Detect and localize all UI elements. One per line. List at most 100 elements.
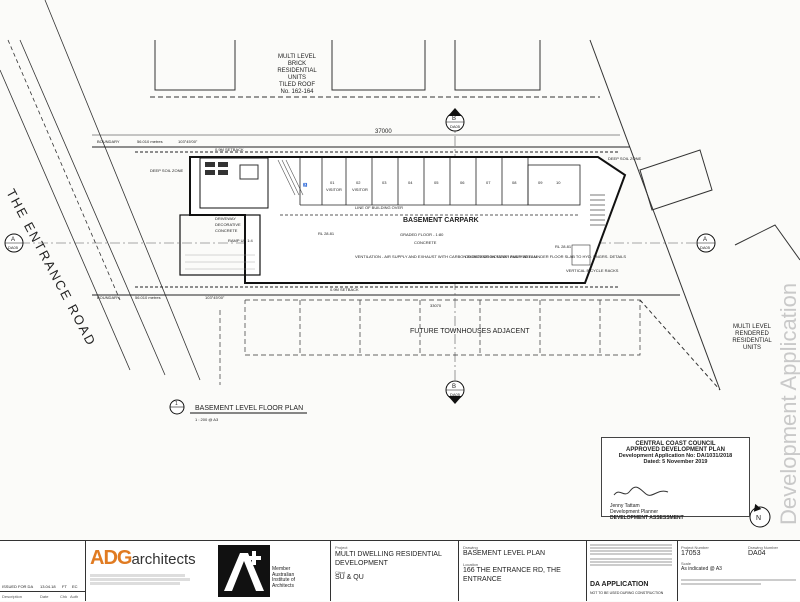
scale-label: Scale	[681, 561, 692, 566]
section-marker-a-right: A DA05	[696, 233, 716, 253]
project-label: Project	[335, 545, 348, 550]
svg-text:07: 07	[486, 180, 491, 185]
neighbour-top-label: MULTI LEVEL BRICK RESIDENTIAL UNITS TILE…	[277, 54, 317, 95]
plant-room	[527, 164, 581, 206]
svg-text:04: 04	[408, 180, 413, 185]
firm-name-adg: ADG	[90, 547, 132, 569]
drawing-number-label: Drawing Number	[748, 545, 779, 550]
svg-text:1: 1	[175, 401, 178, 407]
svg-text:01: 01	[330, 180, 335, 185]
planner-signature	[612, 485, 672, 499]
firm-name-architects: architects	[131, 551, 196, 568]
svg-text:05: 05	[434, 180, 439, 185]
revision-table: ISSUED FOR DA 13.04.18 FT EC Description…	[0, 541, 86, 601]
project-info: Project MULTI DWELLING RESIDENTIAL DEVEL…	[330, 541, 456, 601]
rl-right: RL 28.81	[555, 244, 572, 249]
svg-text:A: A	[11, 237, 15, 243]
section-marker-a-left: A DA05	[4, 233, 24, 253]
boundary-top-label: BOUNDARY	[97, 139, 120, 144]
signer-dept: DEVELOPMENT ASSESSMENT	[610, 515, 684, 521]
driveway-line-3: CONCRETE	[215, 228, 238, 233]
svg-text:DA05: DA05	[450, 392, 461, 397]
drawing-title: BASEMENT LEVEL PLAN	[463, 550, 546, 557]
svg-text:UNITS: UNITS	[743, 345, 761, 351]
svg-text:DA05: DA05	[8, 245, 19, 250]
approval-title: APPROVED DEVELOPMENT PLAN	[625, 447, 725, 453]
rev-header-auth: Auth	[70, 594, 79, 599]
future-townhouses	[219, 299, 641, 385]
approval-date: Dated: 5 November 2019	[643, 459, 708, 465]
stairs-right	[590, 194, 605, 226]
boundary-bottom-bearing: 103°45'00"	[205, 295, 225, 300]
svg-text:03: 03	[382, 180, 387, 185]
scale-value: As indicated @ A3	[681, 566, 722, 572]
site-boundaries	[92, 134, 680, 296]
ground-floor-note: GRADED FLOOR - 1:80	[400, 232, 444, 237]
svg-text:02: 02	[356, 180, 361, 185]
boundary-bottom-label: BOUNDARY	[97, 295, 120, 300]
north-arrow: N	[749, 503, 771, 528]
rev-header-date: Date	[40, 594, 49, 599]
issue-description: ISSUED FOR DA	[2, 584, 34, 589]
aia-logo	[218, 545, 270, 597]
firm-address-lines	[90, 574, 215, 585]
project-number: 17053	[681, 550, 701, 557]
section-marker-b-top: B DA05	[445, 108, 465, 132]
project-number-label: Project Number	[681, 545, 709, 550]
svg-text:10: 10	[556, 180, 561, 185]
vent-note: VENTILATION - AIR SUPPLY AND EXHAUST WIT…	[355, 254, 537, 259]
neighbour-right-label: MULTI LEVEL RENDERED RESIDENTIAL UNITS	[732, 324, 772, 351]
numbers-block: Project Number 17053 Drawing Number DA04…	[677, 541, 800, 601]
building-over-note: LINE OF BUILDING OVER	[355, 205, 403, 210]
setback-top: 0.9M SETBACK	[215, 147, 244, 152]
svg-text:N: N	[756, 515, 761, 522]
visitor-label-2: VISITOR	[352, 187, 368, 192]
rev-header-description: Description	[2, 594, 23, 599]
project-name: MULTI DWELLING RESIDENTIAL DEVELOPMENT	[335, 551, 442, 567]
svg-text:RENDERED: RENDERED	[735, 331, 769, 337]
drawing-caption: 1 BASEMENT LEVEL FLOOR PLAN 1 : 200 @ A3	[169, 399, 307, 422]
stall-numbers: 01 02 03 04 05 06 07 08 09 10	[330, 180, 561, 185]
file-path-lines	[681, 579, 796, 585]
firm-logo: ADGarchitects	[90, 547, 215, 597]
svg-text:B: B	[452, 384, 456, 390]
drawing-number: DA04	[748, 550, 766, 557]
deep-soil-left: DEEP SOIL ZONE	[150, 168, 183, 173]
client-label: Client	[335, 570, 346, 575]
rev-header-chk: Chk	[60, 594, 68, 599]
location-value: 166 THE ENTRANCE RD, THE ENTRANCE	[463, 567, 561, 583]
notes-status: DA APPLICATION NOT TO BE USED DURING CON…	[586, 541, 675, 601]
svg-text:BRICK: BRICK	[288, 61, 306, 67]
drawing-label: Drawing	[463, 545, 478, 550]
driveway-line-1: DRIVEWAY	[215, 216, 236, 221]
svg-text:RESIDENTIAL: RESIDENTIAL	[277, 68, 317, 74]
svg-text:A: A	[703, 237, 707, 243]
boundary-top-bearing: 103°45'00"	[178, 139, 198, 144]
location-label: Location	[463, 562, 479, 567]
svg-text:1 : 200 @ A3: 1 : 200 @ A3	[195, 417, 219, 422]
dim-bottom: 33070	[430, 303, 442, 308]
da-number: Development Application No: DA/1031/2018	[618, 453, 733, 459]
rl-left: RL 28.81	[318, 231, 335, 236]
visitor-label-1: VISITOR	[326, 187, 342, 192]
future-townhouses-label: FUTURE TOWNHOUSES ADJACENT	[410, 328, 530, 335]
svg-text:MULTI LEVEL: MULTI LEVEL	[278, 54, 317, 60]
ramp-label: RAMP UP 1:4	[228, 238, 254, 243]
dim-top: 37000	[375, 129, 392, 135]
svg-text:DA05: DA05	[450, 124, 461, 129]
driveway-line-2: DECORATIVE	[215, 222, 241, 227]
status-label: DA APPLICATION	[590, 581, 649, 588]
svg-text:UNITS: UNITS	[288, 75, 306, 81]
status-sub: NOT TO BE USED DURING CONSTRUCTION	[590, 591, 664, 595]
setback-bottom: 0.9M SETBACK	[330, 287, 359, 292]
boundary-top-length: 56.010 metres	[137, 139, 163, 144]
svg-text:08: 08	[512, 180, 517, 185]
road-lines	[0, 0, 201, 381]
bike-rack	[571, 244, 591, 266]
stair-core	[199, 157, 269, 209]
neighbour-buildings-right	[589, 39, 800, 391]
od-note: OD DETENTION TANK / PUMP WELL UNDER FLOO…	[465, 254, 626, 259]
wheelchair-symbol: ♿	[303, 182, 308, 187]
svg-text:TILED ROOF: TILED ROOF	[279, 82, 315, 88]
